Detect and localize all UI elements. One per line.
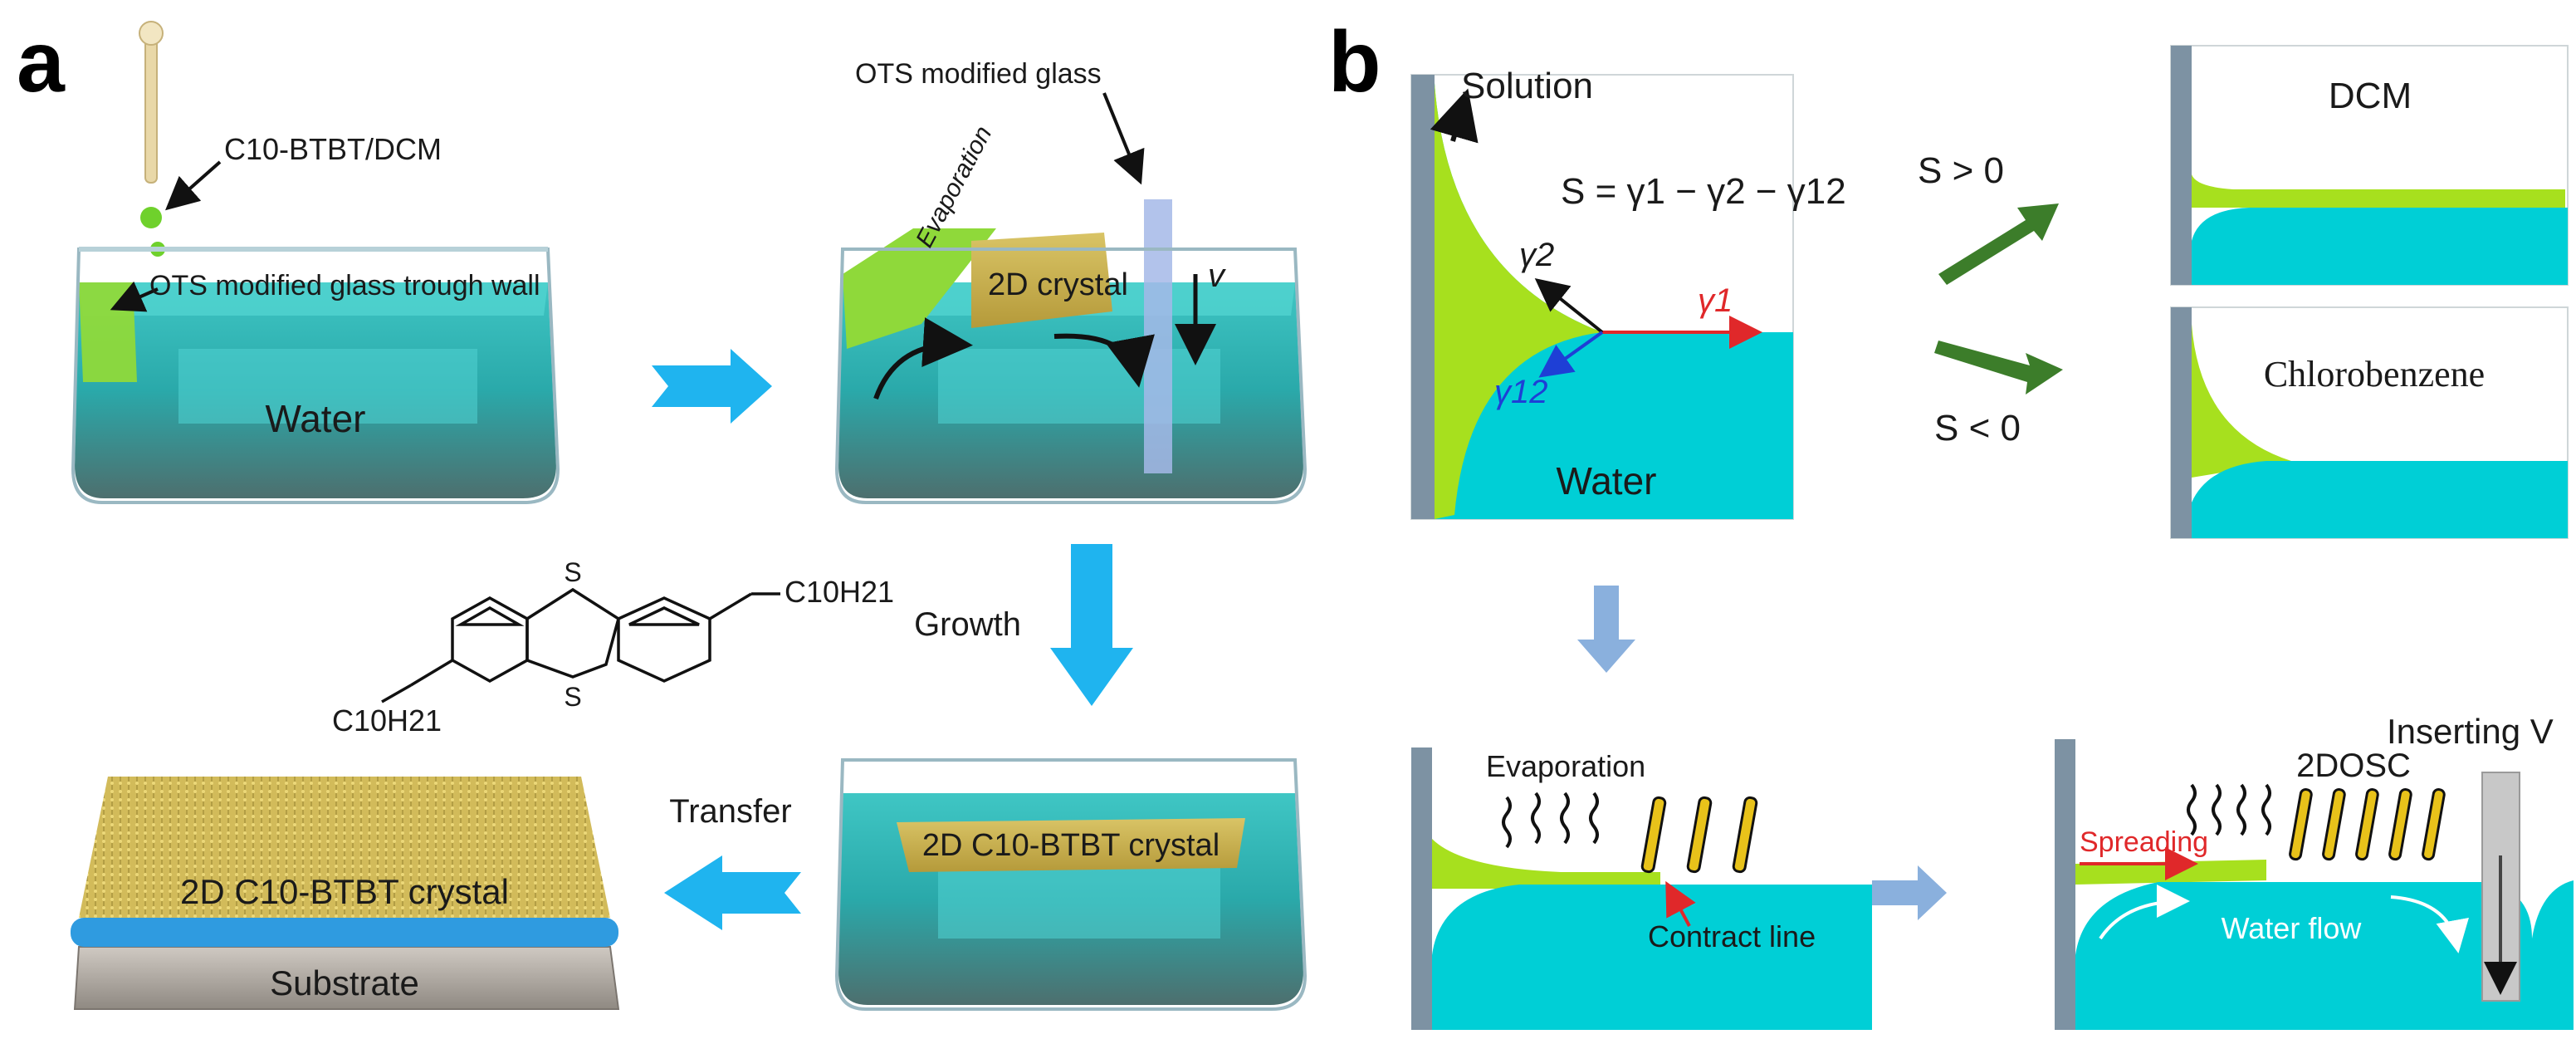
panel-a-label: a [17, 14, 66, 110]
final-crystal-label: 2D C10-BTBT crystal [180, 872, 509, 911]
s-negative-arrow [1934, 341, 2063, 395]
panel-a: a C10-BTBT/DCM OTS modified glass trough… [17, 14, 1308, 1011]
drop-arrow [165, 160, 222, 211]
growth-label: Growth [914, 606, 1021, 643]
s-positive-label: S > 0 [1918, 150, 2004, 191]
c10-btbt-molecule [381, 587, 780, 703]
growth-arrow [1050, 544, 1133, 706]
glass-arrow [1102, 92, 1145, 185]
contact-line-arrow [1665, 880, 1696, 927]
trough-3 [834, 758, 1308, 1011]
crystal-label: 2D crystal [988, 267, 1128, 302]
down-arrow-b [1577, 586, 1635, 673]
crystal-on-substrate [71, 777, 620, 1010]
water-flow-arrow-left [2099, 885, 2190, 940]
trough-2 [834, 199, 1308, 504]
vapor-icon-2 [2187, 783, 2271, 836]
water-flow-label: Water flow [2222, 911, 2363, 945]
vapor-icon [1502, 792, 1599, 849]
drop-label: C10-BTBT/DCM [224, 132, 442, 166]
molecule-top-group: C10H21 [785, 575, 894, 609]
evaporation-label-b: Evaporation [1486, 749, 1645, 783]
spreading-schematic [1410, 74, 1794, 520]
molecule-stack-icon-2 [2289, 788, 2446, 861]
gamma12-label: γ12 [1494, 374, 1548, 410]
spreading-equation: S = γ1 − γ2 − γ12 [1561, 171, 1846, 212]
water-flow-arrow-right [2390, 895, 2469, 953]
ots-glass-slide [1144, 199, 1172, 473]
velocity-label: v [1208, 257, 1226, 294]
flow-arrow-left [873, 317, 973, 400]
atom-s-bottom: S [564, 682, 581, 712]
transfer-label: Transfer [669, 793, 791, 830]
spreading-label: Spreading [2080, 826, 2208, 858]
trough-wall-label: OTS modified glass trough wall [149, 270, 540, 301]
molecule-stack-icon [1640, 796, 1758, 874]
transfer-arrow [664, 855, 801, 930]
trough-wall-arrow [110, 281, 159, 312]
gamma2-arrow [1534, 278, 1604, 334]
s-positive-arrow [1938, 203, 2059, 285]
solution-label: Solution [1461, 66, 1593, 106]
evaporation-schematic [1411, 747, 1872, 1030]
inserting-label: Inserting V [2387, 712, 2554, 751]
water-label-b: Water [1557, 459, 1657, 502]
s-negative-label: S < 0 [1934, 408, 2021, 448]
panel-b-label: b [1328, 14, 1381, 110]
panel-b: b Solution S = γ1 − γ2 − γ12 γ1 γ2 γ12 W… [1328, 14, 2574, 1030]
flow-arrow-right [1053, 333, 1155, 388]
right-arrow-b [1872, 865, 1947, 920]
water-label-a: Water [266, 397, 366, 440]
contact-line-label: Contract line [1648, 919, 1816, 953]
gamma1-label: γ1 [1698, 282, 1733, 319]
process-arrow-1 [652, 349, 772, 424]
substrate-label: Substrate [270, 963, 419, 1002]
solution-arrow [1430, 88, 1479, 144]
atom-s-top: S [564, 557, 581, 587]
glass-label: OTS modified glass [855, 58, 1102, 90]
pipette-icon [139, 21, 165, 257]
dcm-schematic [2170, 45, 2569, 286]
grown-crystal-label: 2D C10-BTBT crystal [922, 828, 1220, 863]
chlorobenzene-label: Chlorobenzene [2264, 354, 2485, 395]
chlorobenzene-schematic [2170, 306, 2569, 539]
trough-1 [71, 247, 560, 504]
osc-label: 2DOSC [2296, 747, 2411, 784]
dcm-label: DCM [2329, 76, 2412, 116]
molecule-bottom-group: C10H21 [332, 703, 442, 738]
gamma12-arrow [1538, 331, 1604, 378]
gamma2-label: γ2 [1519, 237, 1554, 273]
